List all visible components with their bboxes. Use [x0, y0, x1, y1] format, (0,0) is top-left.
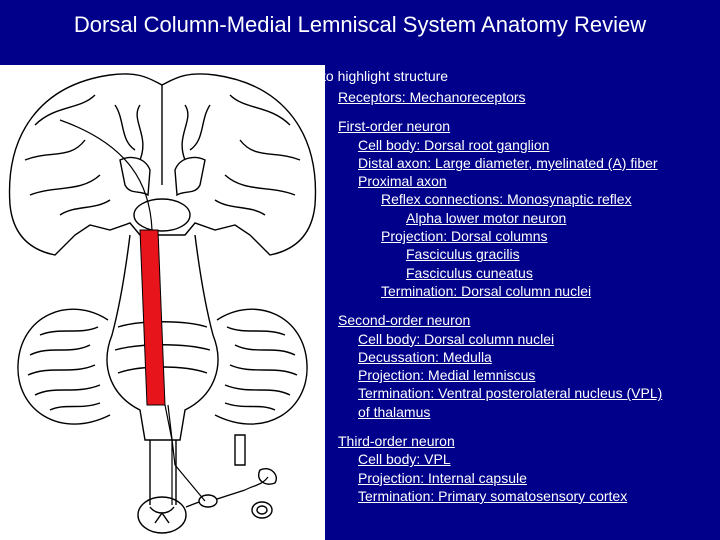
cerebellum-right — [214, 308, 308, 425]
spinal-cross-section — [137, 496, 187, 534]
cerebrum-outline — [8, 73, 317, 256]
outline-item[interactable]: Cell body: VPL — [358, 451, 451, 468]
outline-item[interactable]: Alpha lower motor neuron — [406, 209, 567, 226]
outline-item[interactable]: Fasciculus gracilis — [406, 246, 520, 263]
outline-item[interactable]: Projection: Internal capsule — [358, 469, 527, 486]
outline-item[interactable]: Decussation: Medulla — [358, 348, 492, 365]
outline-item[interactable]: Proximal axon — [358, 173, 447, 190]
anatomy-diagram — [0, 65, 325, 540]
outline-item[interactable]: Fasciculus cuneatus — [406, 264, 533, 281]
outline-item[interactable]: Distal axon: Large diameter, myelinated … — [358, 154, 658, 171]
outline-item[interactable]: Third-order neuron — [338, 433, 455, 450]
slide-subtitle: to highlight structure — [322, 68, 449, 84]
outline-item[interactable]: Projection: Dorsal columns — [381, 228, 548, 245]
outline-item[interactable]: Projection: Medial lemniscus — [358, 367, 536, 384]
outline-item[interactable]: First-order neuron — [338, 118, 451, 135]
outline-item[interactable]: Cell body: Dorsal column nuclei — [358, 330, 555, 347]
brain-spinal-cord-illustration — [8, 73, 317, 534]
outline-item[interactable]: Termination: Dorsal column nuclei — [381, 282, 592, 299]
spinal-cord-outline — [149, 440, 177, 505]
outline-item[interactable]: Termination: Ventral posterolateral nucl… — [358, 385, 663, 402]
outline-item[interactable]: of thalamus — [358, 403, 431, 420]
brainstem-outline — [106, 234, 219, 441]
outline-item[interactable]: Receptors: Mechanoreceptors — [338, 89, 526, 105]
outline-item[interactable]: Reflex connections: Monosynaptic reflex — [381, 191, 632, 208]
outline-item[interactable]: Termination: Primary somatosensory corte… — [358, 487, 628, 504]
outline-item[interactable]: Cell body: Dorsal root ganglion — [358, 136, 550, 153]
outline-item[interactable]: Second-order neuron — [338, 312, 471, 329]
slide-title: Dorsal Column-Medial Lemniscal System An… — [73, 12, 647, 37]
cerebellum-left — [17, 308, 111, 425]
dorsal-column-pathway — [59, 119, 269, 505]
